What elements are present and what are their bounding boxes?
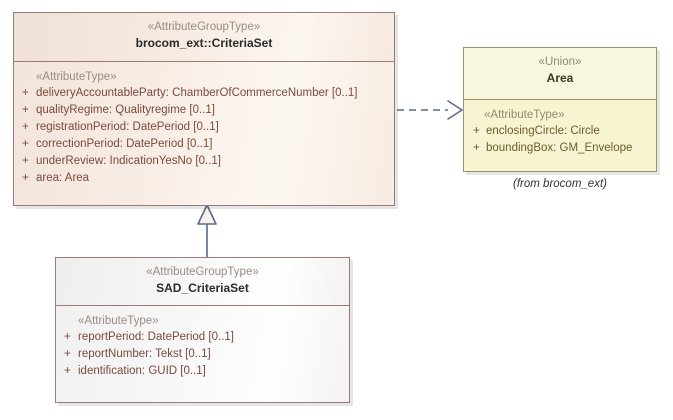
attribute-text: boundingBox: GM_Envelope	[486, 142, 633, 154]
attribute-row[interactable]: + correctionPeriod: DatePeriod [0..1]	[14, 136, 394, 153]
attribute-text: reportNumber: Tekst [0..1]	[78, 348, 211, 360]
attribute-text: deliveryAccountableParty: ChamberOfComme…	[36, 87, 358, 99]
class-header-criteriaset: «AttributeGroupType» brocom_ext::Criteri…	[14, 13, 394, 62]
attribute-row[interactable]: + identification: GUID [0..1]	[56, 363, 349, 380]
attribute-row[interactable]: + enclosingCircle: Circle	[464, 123, 656, 140]
attribute-visibility: +	[22, 104, 29, 116]
dependency-open-arrowhead	[447, 100, 463, 120]
dependency-connector[interactable]	[397, 100, 463, 120]
class-header-area: «Union» Area	[464, 48, 656, 100]
package-origin-note: (from brocom_ext)	[513, 178, 607, 190]
attribute-text: reportPeriod: DatePeriod [0..1]	[78, 331, 234, 343]
class-box-sad-criteriaset[interactable]: «AttributeGroupType» SAD_CriteriaSet «At…	[55, 257, 350, 403]
attribute-row[interactable]: + registrationPeriod: DatePeriod [0..1]	[14, 119, 394, 136]
attribute-row[interactable]: + deliveryAccountableParty: ChamberOfCom…	[14, 85, 394, 102]
attribute-row[interactable]: + boundingBox: GM_Envelope	[464, 140, 656, 157]
attribute-row[interactable]: + area: Area	[14, 170, 394, 187]
attribute-row[interactable]: + underReview: IndicationYesNo [0..1]	[14, 153, 394, 170]
class-attributes-compartment-sad-criteriaset: «AttributeType» + reportPeriod: DatePeri…	[56, 306, 349, 402]
attribute-row[interactable]: + qualityRegime: Qualityregime [0..1]	[14, 102, 394, 119]
generalization-hollow-triangle	[197, 204, 217, 225]
attribute-text: enclosingCircle: Circle	[486, 125, 600, 137]
generalization-connector[interactable]	[197, 204, 217, 257]
class-name: brocom_ext::CriteriaSet	[135, 36, 273, 50]
attribute-visibility: +	[22, 172, 29, 184]
compartment-stereotype: «AttributeType»	[484, 109, 565, 121]
attribute-visibility: +	[473, 142, 480, 154]
attribute-visibility: +	[64, 331, 71, 343]
class-name: SAD_CriteriaSet	[156, 281, 249, 295]
attribute-text: underReview: IndicationYesNo [0..1]	[36, 155, 221, 167]
compartment-stereotype: «AttributeType»	[36, 71, 117, 83]
attribute-visibility: +	[473, 125, 480, 137]
attribute-text: identification: GUID [0..1]	[78, 365, 206, 377]
attribute-visibility: +	[22, 138, 29, 150]
attribute-visibility: +	[22, 121, 29, 133]
compartment-stereotype: «AttributeType»	[78, 315, 159, 327]
class-stereotype: «AttributeGroupType»	[146, 266, 259, 278]
attribute-text: registrationPeriod: DatePeriod [0..1]	[36, 121, 219, 133]
attribute-text: area: Area	[36, 172, 90, 184]
attribute-text: qualityRegime: Qualityregime [0..1]	[36, 104, 215, 116]
class-name: Area	[546, 71, 574, 85]
attribute-row[interactable]: + reportNumber: Tekst [0..1]	[56, 346, 349, 363]
class-stereotype: «Union»	[538, 56, 582, 68]
class-box-criteriaset[interactable]: «AttributeGroupType» brocom_ext::Criteri…	[13, 12, 395, 206]
class-box-area[interactable]: «Union» Area «AttributeType» + enclosing…	[463, 47, 657, 172]
attribute-visibility: +	[64, 348, 71, 360]
attribute-row[interactable]: + reportPeriod: DatePeriod [0..1]	[56, 329, 349, 346]
attribute-text: correctionPeriod: DatePeriod [0..1]	[36, 138, 213, 150]
attribute-visibility: +	[22, 155, 29, 167]
class-header-sad-criteriaset: «AttributeGroupType» SAD_CriteriaSet	[56, 258, 349, 306]
attribute-visibility: +	[64, 365, 71, 377]
class-stereotype: «AttributeGroupType»	[147, 21, 261, 33]
class-attributes-compartment-criteriaset: «AttributeType» + deliveryAccountablePar…	[14, 62, 394, 205]
class-attributes-compartment-area: «AttributeType» + enclosingCircle: Circl…	[464, 100, 656, 171]
attribute-visibility: +	[22, 87, 29, 99]
